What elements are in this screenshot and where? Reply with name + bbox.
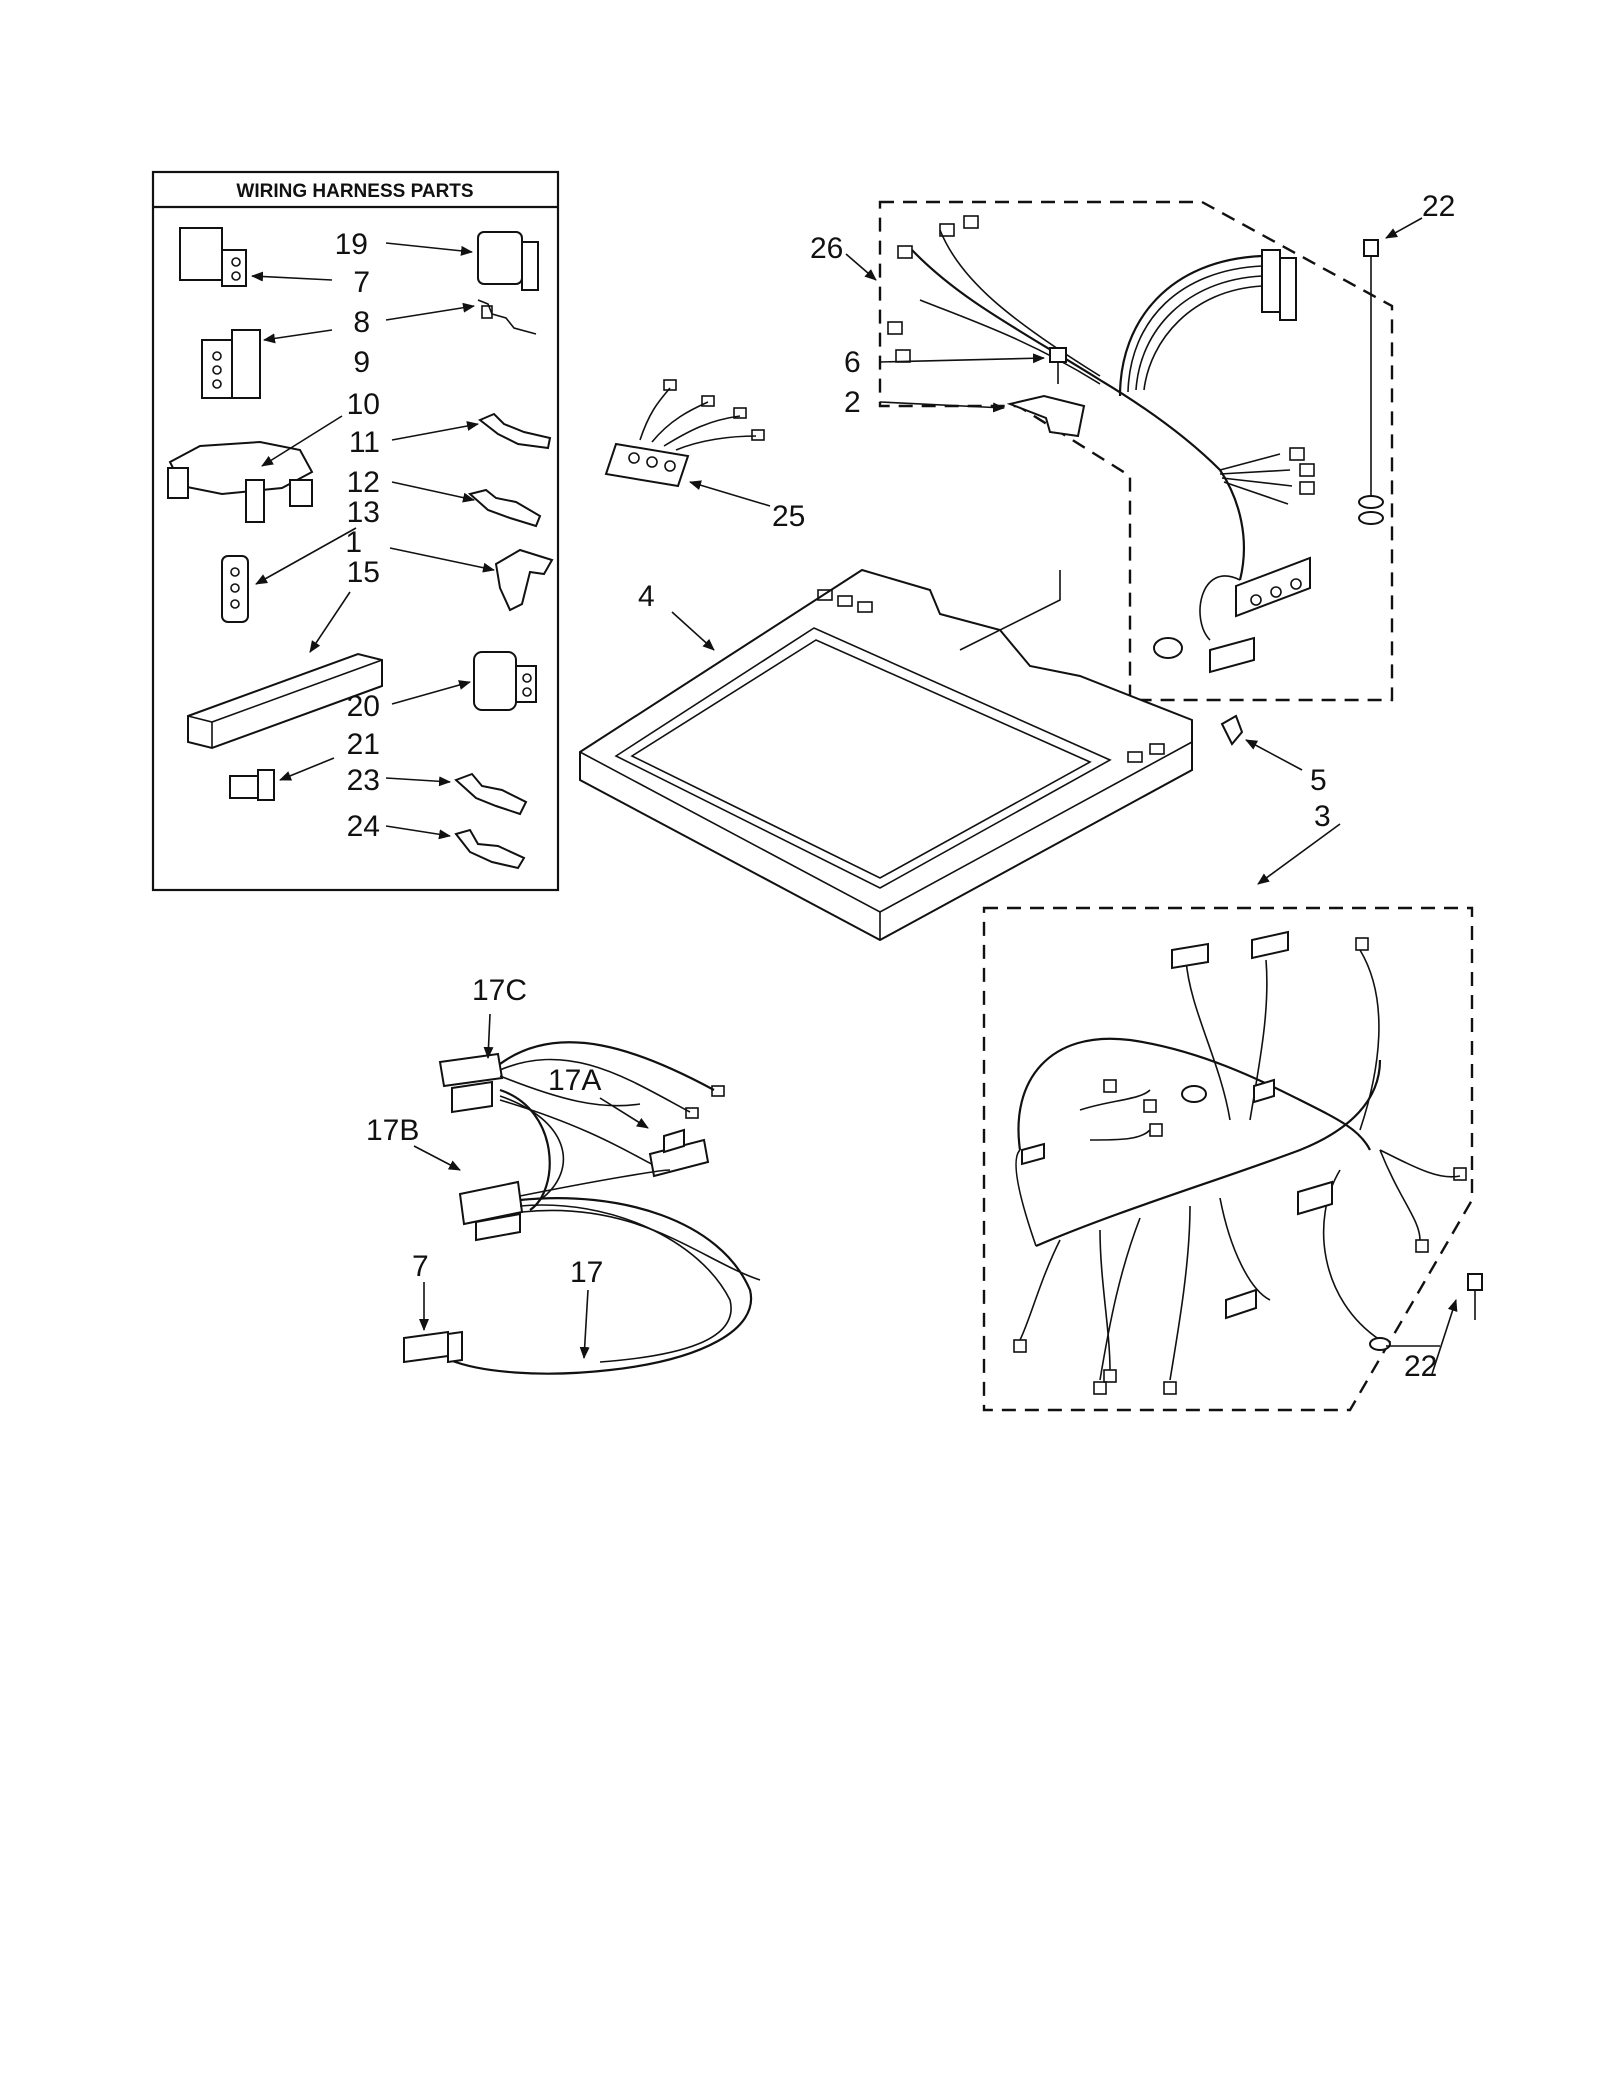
callout-2: 2 [844,386,861,419]
callout-20: 20 [347,690,380,723]
callout-6: 6 [844,346,861,379]
callout-24: 24 [347,810,380,843]
connector-7-icon [179,227,247,287]
connector-19-icon [477,231,539,291]
terminal-12-icon [467,488,542,528]
callout-11: 11 [349,426,380,459]
callout-17C: 17C [472,974,527,1007]
callout-17: 17 [570,1256,603,1289]
callout-12: 12 [347,466,380,499]
screw-6-and-bracket-2: 6 2 [844,346,1086,438]
connector-25: 25 [604,379,805,533]
top-frame-4: 4 [579,568,1193,942]
callout-4: 4 [638,580,655,613]
callout-15: 15 [347,556,380,589]
callout-7: 7 [353,266,370,299]
callout-13: 13 [347,496,380,529]
clip-1-icon [494,548,554,612]
callout-7-harness: 7 [412,1250,429,1283]
connector-9-icon [201,329,261,399]
callout-1: 1 [345,526,362,559]
connector-13-icon [221,555,249,623]
terminal-23-icon [454,772,528,816]
wiring-harness-parts-panel: WIRING HARNESS PARTS [151,170,560,892]
callout-22-bottom: 22 [1404,1350,1437,1383]
terminal-11-icon [478,412,552,450]
harness-26: 26 22 [810,190,1455,702]
callout-23: 23 [347,764,380,797]
panel-title: WIRING HARNESS PARTS [236,181,473,202]
callout-10: 10 [347,388,380,421]
terminal-block-15-icon [187,652,383,750]
callout-19: 19 [335,228,368,261]
callout-9: 9 [353,346,370,379]
callout-26: 26 [810,232,843,265]
callout-17B: 17B [366,1114,419,1147]
plug-21-icon [229,769,275,801]
connector-block-10-icon [167,440,314,523]
connector-20-icon [473,651,537,711]
terminal-8-icon [477,299,537,335]
harness-17: 17C 17A 17B 7 17 [366,974,761,1375]
clip-5: 5 [1220,714,1327,797]
callout-17A: 17A [548,1064,601,1097]
callout-25: 25 [772,500,805,533]
callout-3: 3 [1314,800,1331,833]
callout-21: 21 [347,728,380,761]
callout-22-top: 22 [1422,190,1455,223]
callout-8: 8 [353,306,370,339]
callout-5: 5 [1310,764,1327,797]
harness-3: 3 22 [982,800,1483,1412]
terminal-24-icon [454,828,526,870]
